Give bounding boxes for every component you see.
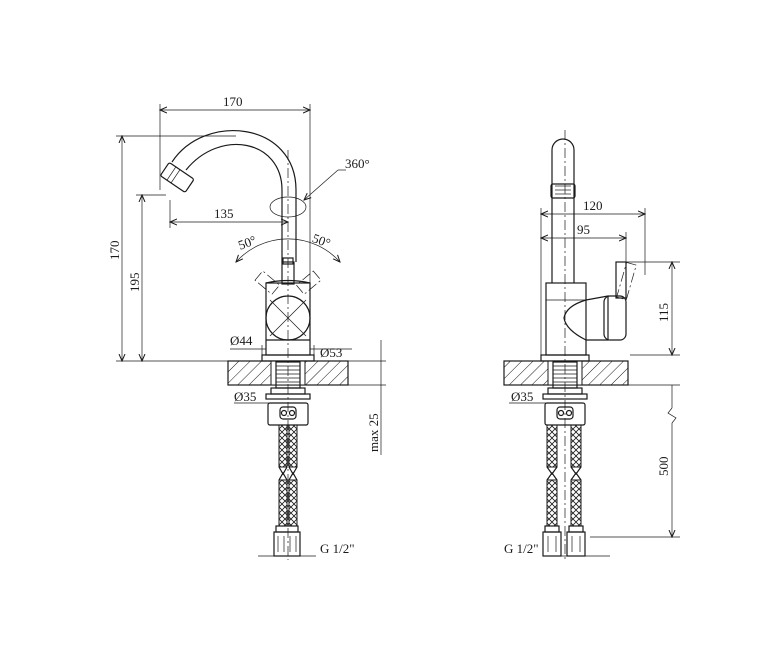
front-dim-mount-hole: Ø35 <box>234 389 256 404</box>
front-supply-hoses <box>273 424 301 557</box>
side-dim-hose-length: 500 <box>656 457 671 477</box>
front-spout <box>160 130 297 262</box>
front-dim-thread: G 1/2" <box>320 541 355 556</box>
side-dim-lever-height: 115 <box>656 303 671 322</box>
front-view: 170 135 360° 50° 50° 170 195 Ø44 Ø53 Ø35… <box>107 94 386 560</box>
front-dim-max-thickness: max 25 <box>366 413 381 452</box>
side-dim-depth-total: 120 <box>583 198 603 213</box>
side-dimension-lines <box>509 208 680 557</box>
front-dim-spout-reach: 135 <box>214 206 234 221</box>
side-dim-mount-hole: Ø35 <box>511 389 533 404</box>
front-dim-body-diameter: Ø44 <box>230 333 253 348</box>
side-faucet-body <box>545 282 609 356</box>
front-lever-swing-positions <box>236 238 340 295</box>
side-spout <box>550 138 576 283</box>
side-countertop <box>503 360 629 386</box>
side-view: 120 95 115 Ø35 500 G 1/2" <box>503 130 680 560</box>
front-dimension-lines <box>116 104 386 557</box>
side-mixer-lever <box>603 261 637 341</box>
side-dim-depth-body: 95 <box>577 222 590 237</box>
front-dim-spout-height: 195 <box>127 273 142 293</box>
front-dim-lever-angle-right: 50° <box>310 230 332 250</box>
front-dim-rotation: 360° <box>345 156 370 171</box>
front-dim-spout-reach-top: 170 <box>223 94 243 109</box>
front-dim-base-diameter: Ø53 <box>320 345 342 360</box>
side-supply-hoses <box>542 424 586 557</box>
front-dim-total-height: 170 <box>107 241 122 261</box>
front-dim-lever-angle-left: 50° <box>236 232 258 252</box>
side-dim-thread: G 1/2" <box>504 541 539 556</box>
